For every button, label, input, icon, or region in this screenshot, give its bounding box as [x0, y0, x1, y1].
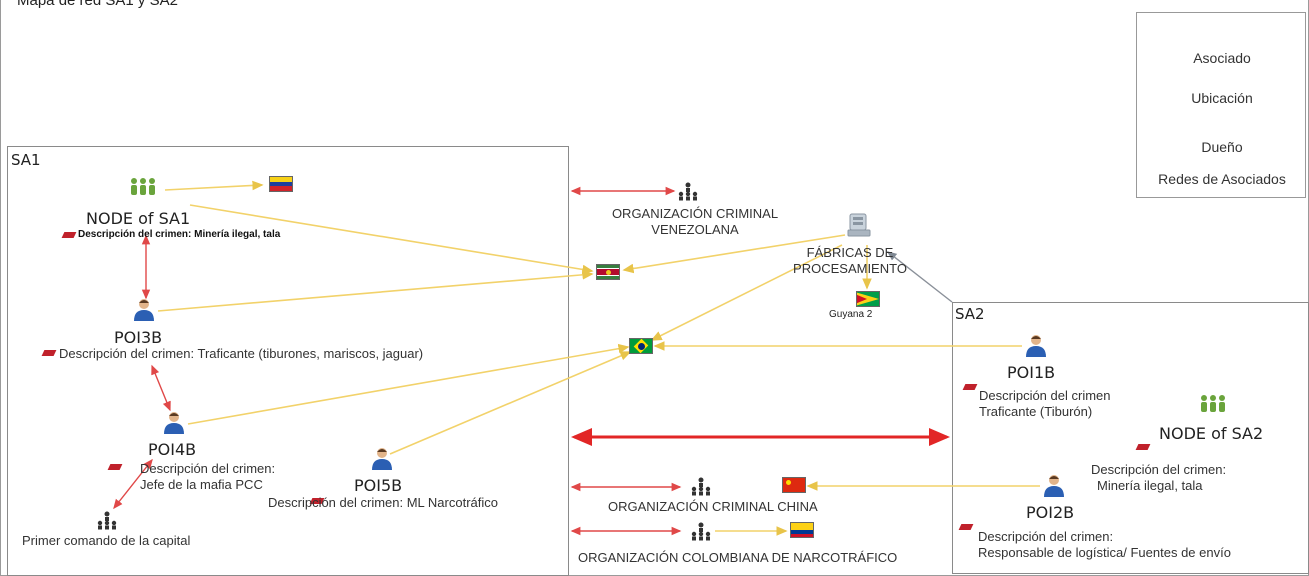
poi1b-desc-1: Descripción del crimen	[979, 388, 1111, 403]
node-sa2-desc-1: Descripción del crimen:	[1091, 462, 1227, 477]
person-icon	[1044, 475, 1064, 497]
poi2b-desc-2: Responsable de logística/ Fuentes de env…	[978, 545, 1231, 560]
org-ven-line-2: VENEZOLANA	[651, 222, 739, 237]
org-china-label: ORGANIZACIÓN CRIMINAL CHINA	[608, 499, 818, 514]
link-poi4b-pcc	[113, 458, 153, 510]
organization-icon	[97, 511, 117, 530]
person-icon	[1026, 335, 1046, 357]
legend-network-label: Redes de Asociados	[1158, 171, 1286, 187]
group-icon	[131, 178, 155, 195]
brazil-flag-icon	[629, 338, 653, 354]
venezuela-flag-icon	[269, 176, 293, 192]
diagram-title: Mapa de red SA1 y SA2	[17, 0, 178, 9]
colombia-flag-icon	[790, 522, 814, 538]
link-poi3b-poi4b	[151, 364, 171, 412]
org-ven-line-1: ORGANIZACIÓN CRIMINAL	[611, 206, 779, 221]
organization-icon	[691, 477, 711, 496]
legend-owner-label: Dueño	[1201, 139, 1243, 155]
suriname-flag-icon	[596, 264, 620, 280]
poi4b-title: POI4B	[148, 440, 197, 459]
legend: Asociado Ubicación Dueño Redes de Asocia…	[1136, 12, 1306, 198]
link-node-sa1-venezuela	[164, 180, 264, 191]
pcc-label: Primer comando de la capital	[22, 533, 191, 548]
organization-icon	[678, 182, 698, 201]
poi4b-desc-1: Descripción del crimen:	[140, 461, 276, 476]
person-icon	[372, 448, 392, 470]
poi4b-desc-2: Jefe de la mafia PCC	[140, 477, 263, 492]
organization-icon	[691, 522, 711, 541]
poi5b-desc: Descripción del crimen: ML Narcotráfico	[268, 495, 498, 510]
person-icon	[134, 299, 154, 321]
node-sa1-title: NODE of SA1	[86, 209, 191, 228]
link-poi4b-brazil	[187, 343, 630, 425]
link-fabricas-brazil	[650, 244, 843, 341]
fabricas-line-1: FÁBRICAS DE	[806, 245, 894, 260]
link-poi3b-suriname	[157, 270, 594, 312]
group-icon	[1201, 395, 1225, 412]
poi1b-title: POI1B	[1007, 363, 1056, 382]
factory-server-icon	[847, 213, 871, 237]
node-sa2-desc-2: Minería ilegal, tala	[1097, 478, 1203, 493]
node-sa1-desc: Descripción del crimen: Minería ilegal, …	[78, 229, 281, 240]
link-fabricas-suriname	[622, 234, 846, 274]
link-poi5b-brazil	[389, 351, 632, 455]
org-col-label: ORGANIZACIÓN COLOMBIANA DE NARCOTRÁFICO	[578, 550, 898, 565]
poi1b-desc-2: Traficante (Tiburón)	[979, 404, 1093, 419]
poi3b-title: POI3B	[114, 328, 163, 347]
sa1-label: SA1	[11, 151, 41, 169]
poi3b-desc: Descripción del crimen: Traficante (tibu…	[59, 346, 424, 361]
poi5b-title: POI5B	[354, 476, 403, 495]
fabricas-line-2: PROCESAMIENTO	[793, 261, 907, 276]
sa2-label: SA2	[955, 305, 985, 323]
legend-associate-label: Asociado	[1193, 50, 1251, 66]
china-flag-icon	[782, 477, 806, 493]
poi2b-title: POI2B	[1026, 503, 1075, 522]
link-node-sa1-suriname	[189, 204, 594, 275]
guyana-flag-icon	[856, 291, 880, 307]
link-sa2-fabricas	[886, 251, 953, 303]
person-icon	[164, 412, 184, 434]
guyana-label: Guyana 2	[829, 309, 873, 320]
poi2b-desc-1: Descripción del crimen:	[978, 529, 1114, 544]
node-sa2-title: NODE of SA2	[1159, 424, 1264, 443]
legend-location-label: Ubicación	[1191, 90, 1253, 106]
